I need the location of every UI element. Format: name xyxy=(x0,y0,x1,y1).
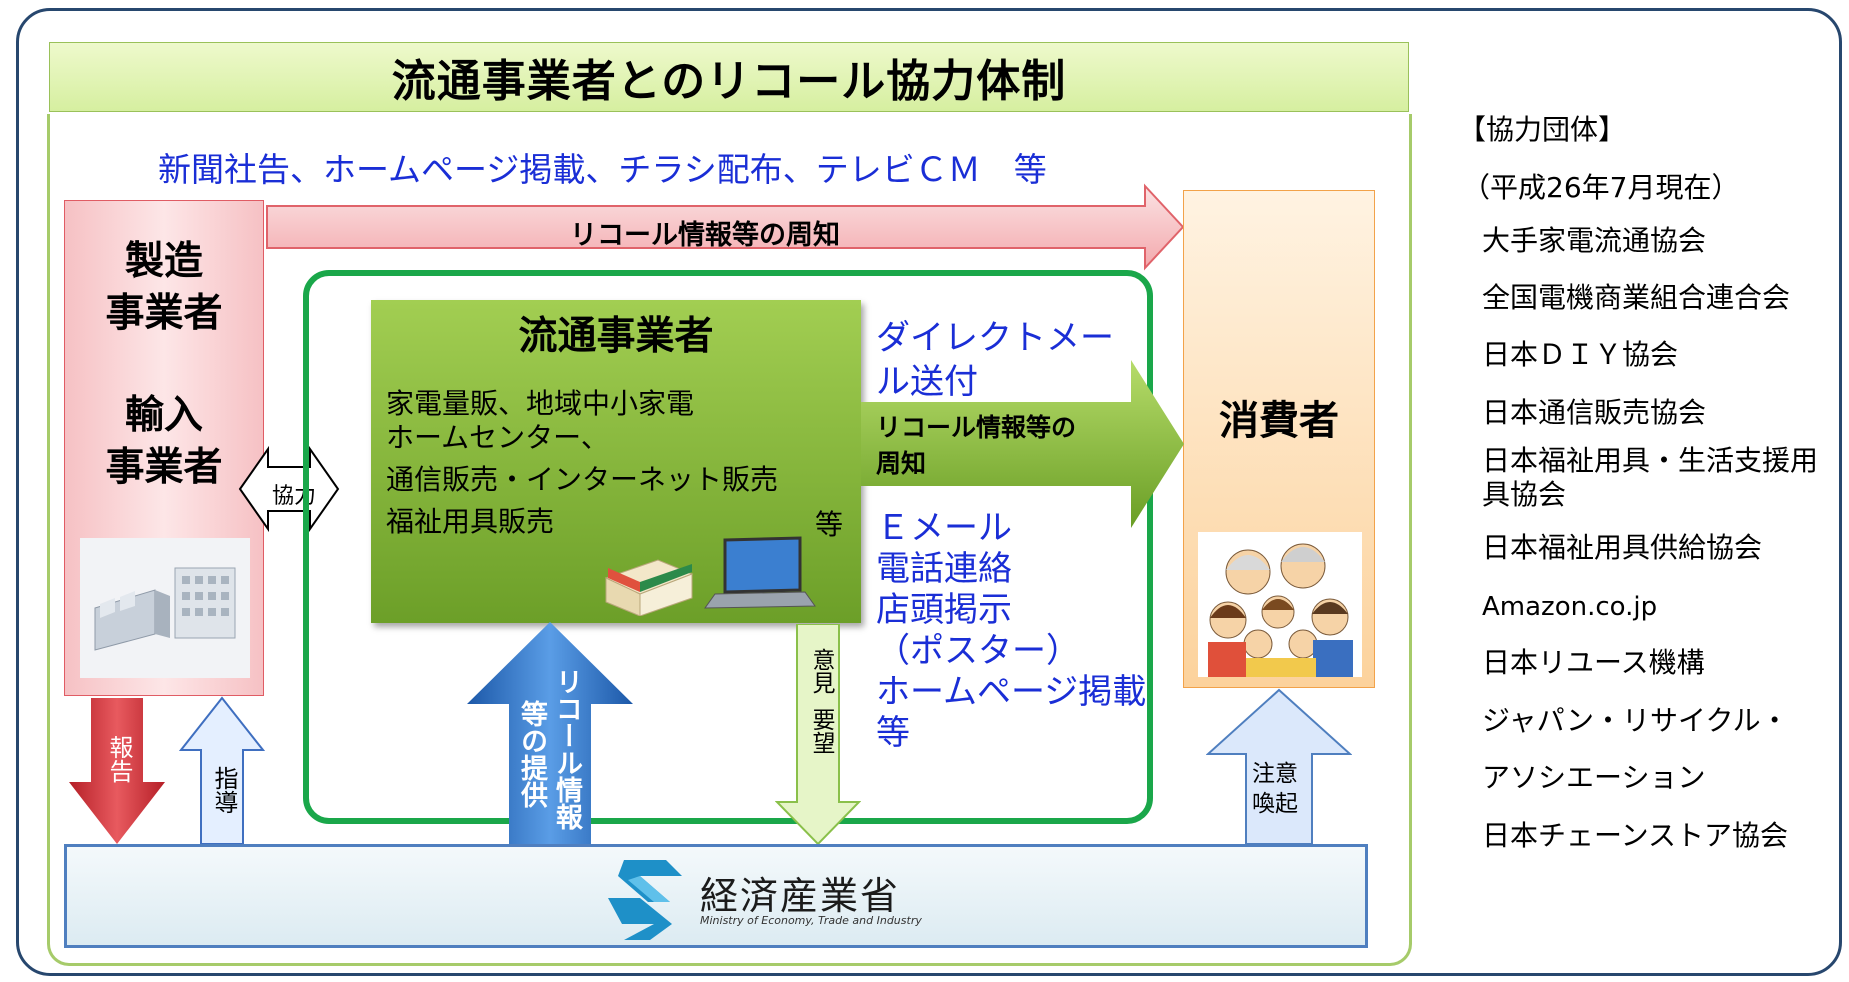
org-item: 日本チェーンストア協会 xyxy=(1482,819,1789,852)
diagram-title: 流通事業者とのリコール協力体制 xyxy=(391,56,1067,107)
org-item: ジャパン・リサイクル・ xyxy=(1482,704,1789,737)
org-item: Amazon.co.jp xyxy=(1482,592,1658,622)
consumer-label: 消費者 xyxy=(1219,398,1339,444)
channel-item: 電話連絡 xyxy=(876,549,1012,589)
notice-arrow-middle-label-1: リコール情報等の xyxy=(876,413,1077,442)
meti-logo-icon xyxy=(608,860,682,940)
factory-image xyxy=(80,538,250,678)
direct-mail-label-1: ダイレクトメー xyxy=(876,318,1114,358)
importer-label-2: 事業者 xyxy=(105,445,223,490)
notice-arrow-top-label: リコール情報等の周知 xyxy=(570,220,840,251)
channel-item: Ｅメール xyxy=(876,508,1012,548)
opinion-label-1: 意見 xyxy=(808,648,834,694)
orgs-date: （平成26年7月現在） xyxy=(1462,171,1740,204)
org-item: 全国電機商業組合連合会 xyxy=(1482,281,1791,314)
notice-arrow-middle-label-2: 周知 xyxy=(876,449,927,478)
notice-arrow-top xyxy=(266,183,1185,271)
org-item: 日本通信販売協会 xyxy=(1482,396,1707,429)
meti-english-name: Ministry of Economy, Trade and Industry xyxy=(700,914,922,927)
distributor-line: 福祉用具販売 xyxy=(386,505,555,538)
orgs-header: 【協力団体】 xyxy=(1458,113,1627,146)
channel-item: 等 xyxy=(876,713,910,753)
manufacturer-label-2: 事業者 xyxy=(105,291,223,336)
distributor-etc: 等 xyxy=(815,508,844,541)
channel-item: （ポスター） xyxy=(876,631,1080,671)
report-label: 報告 xyxy=(105,735,133,783)
opinion-arrow xyxy=(775,624,861,846)
meti-box xyxy=(64,844,1368,948)
family-image xyxy=(1198,532,1362,677)
org-item: アソシエーション xyxy=(1482,761,1706,794)
channel-item: ホームページ掲載 xyxy=(876,672,1147,712)
cooperation-arrow xyxy=(238,445,340,533)
opinion-label-2: 要望 xyxy=(808,708,834,754)
notice-arrow-middle xyxy=(861,360,1184,528)
guidance-label: 指導 xyxy=(210,766,238,814)
title-bar xyxy=(49,42,1409,112)
manufacturer-label-1: 製造 xyxy=(124,239,203,284)
org-item: 日本ＤＩＹ協会 xyxy=(1482,338,1679,371)
distributor-line: 通信販売・インターネット販売 xyxy=(386,463,779,496)
diagram-area xyxy=(47,114,1412,966)
distributor-title: 流通事業者 xyxy=(518,314,714,359)
channel-item: 店頭掲示 xyxy=(876,590,1012,630)
report-arrow xyxy=(69,698,165,844)
caution-label-1: 注意 xyxy=(1252,761,1298,787)
distributor-line: ホームセンター、 xyxy=(386,421,609,454)
meti-name: 経済産業省 xyxy=(700,874,901,918)
org-item: 日本福祉用具・生活支援用具協会 xyxy=(1482,444,1819,511)
distributor-line: 家電量販、地域中小家電 xyxy=(386,387,695,420)
recall-provide-arrow xyxy=(467,622,633,844)
org-item: 日本福祉用具供給協会 xyxy=(1482,531,1763,564)
distributor-region xyxy=(303,270,1153,824)
media-methods-text: 新聞社告、ホームページ掲載、チラシ配布、テレビＣＭ 等 xyxy=(158,150,1047,189)
caution-label-2: 喚起 xyxy=(1252,791,1298,817)
org-item: 日本リユース機構 xyxy=(1482,646,1705,679)
direct-mail-label-2: ル送付 xyxy=(876,362,978,402)
store-laptop-image xyxy=(604,536,816,616)
recall-provide-label-1: リコール情報 xyxy=(551,668,582,830)
importer-label-1: 輸入 xyxy=(124,393,203,438)
org-item: 大手家電流通協会 xyxy=(1482,224,1707,257)
recall-provide-label-2: 等の提供 xyxy=(516,700,547,808)
